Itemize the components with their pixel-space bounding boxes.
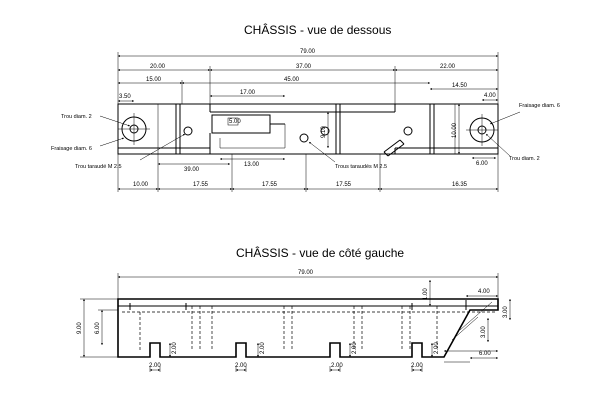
dim-slot-e: 2.00 [331,363,343,369]
chassis-outline-side [117,298,499,358]
dim-10: 10.00 [452,122,458,138]
dim-45: 45.00 [284,77,300,83]
bottom-view-title: CHÂSSIS - vue de dessous [244,22,391,37]
dim-9-10: 9.10 [321,126,327,138]
dim-39: 39.00 [184,167,200,173]
dim-15: 15.00 [146,77,162,83]
tapped-hole-3 [320,126,330,136]
dim-overall-bottom: 79.00 [300,49,316,55]
dim-r-4: 4.00 [478,289,490,295]
dim-b-10: 10.00 [133,182,149,188]
dim-r-6: 6.00 [479,351,491,357]
tapped-hole-2 [299,133,309,143]
dim-4: 4.00 [484,93,496,99]
dim-b-17-55-b: 17.55 [262,182,278,188]
dim-3-50: 3.50 [119,94,131,100]
note-fraisage-left: Fraisage diam. 6 [51,146,92,152]
note-fraisage-right: Fraisage diam. 6 [519,103,560,109]
top-dimensions: 79.00 20.00 37.00 22.00 15.00 45.00 14.5… [117,49,499,104]
bottom-view: 79.00 20.00 37.00 22.00 15.00 45.00 14.5… [51,49,560,192]
slot-dimensions: 2.00 2.00 2.00 2.00 2.00 2.00 2.00 2.00 [149,342,440,372]
dim-r-1: 1.00 [423,288,429,300]
dim-13: 13.00 [244,162,260,168]
note-trous-taraudes: Trous taraudés M 2.5 [335,164,387,170]
countersink-left [118,113,150,145]
chassis-outline-bottom [117,103,499,155]
dim-slot-c: 2.00 [235,363,247,369]
dim-6: 6.00 [476,161,488,167]
left-view: 79.00 9.00 6.00 1.00 4.00 3.00 3.00 6.00… [77,270,511,372]
dim-17: 17.00 [240,90,256,96]
dim-overall-side: 79.00 [298,270,314,276]
dim-r-3b: 3.00 [481,326,487,338]
dim-22: 22.00 [440,64,456,70]
tapped-hole-1 [183,126,193,136]
dim-slot-d: 2.00 [260,342,266,354]
dim-slot-h: 2.00 [434,342,440,354]
bottom-dimensions: 10.00 17.55 17.55 17.55 16.35 [117,154,499,192]
note-trou-right: Trou diam. 2 [509,156,540,162]
dim-h-6: 6.00 [95,322,101,334]
dim-b-17-55-c: 17.55 [336,182,352,188]
note-trou-left: Trou diam. 2 [61,114,92,120]
dim-14-50: 14.50 [452,83,468,89]
tapped-hole-4 [403,126,413,136]
dim-20: 20.00 [150,64,166,70]
note-taraude-left: Trou taraudé M 2.5 [75,164,122,170]
dim-b-16-35: 16.35 [452,182,468,188]
countersink-right [466,114,498,146]
dim-b-17-55-a: 17.55 [193,182,209,188]
slanted-slot [383,139,405,157]
dim-slot-g: 2.00 [411,363,423,369]
dim-h-9: 9.00 [77,322,83,334]
dim-5: 5.00 [229,119,241,125]
dim-slot-a: 2.00 [149,363,161,369]
dim-slot-b: 2.00 [172,342,178,354]
dim-37: 37.00 [296,64,312,70]
left-view-title: CHÂSSIS - vue de côté gauche [236,245,404,260]
dim-slot-f: 2.00 [352,342,358,354]
dim-r-3: 3.00 [503,306,509,318]
